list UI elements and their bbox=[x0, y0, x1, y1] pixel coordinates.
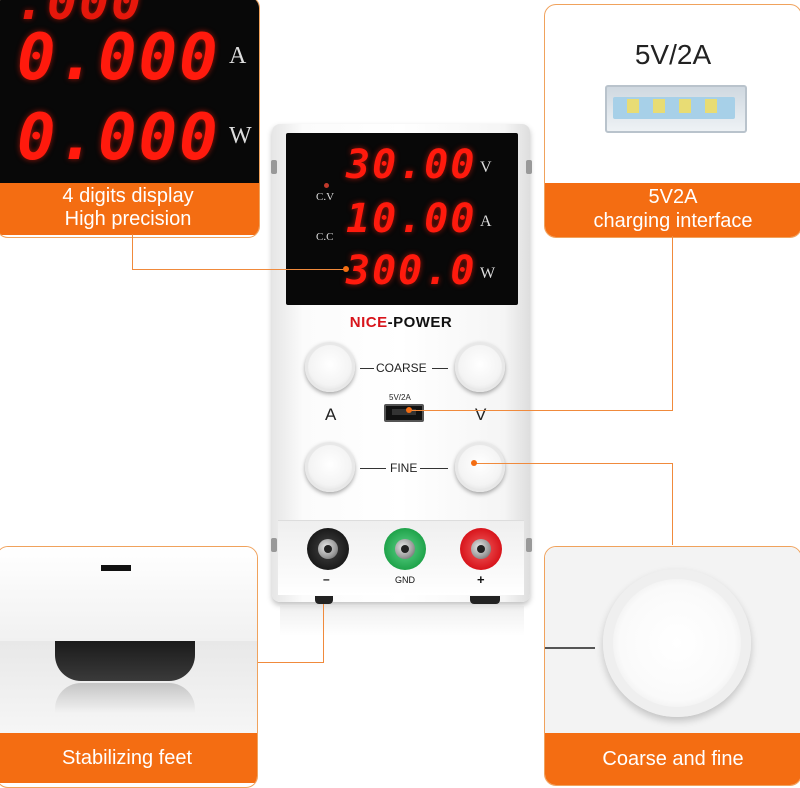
fine-line-left bbox=[360, 468, 386, 469]
voltage-coarse-knob[interactable] bbox=[455, 342, 505, 392]
fine-label: FINE bbox=[390, 461, 418, 475]
current-readout: 10.00 bbox=[346, 196, 477, 242]
brand-dash: - bbox=[387, 314, 394, 331]
knob-callout: Coarse and fine bbox=[544, 546, 800, 786]
display-closeup: .000 0.000 A 0.000 W bbox=[0, 0, 259, 193]
negative-terminal[interactable] bbox=[307, 528, 349, 570]
knob-closeup-panel-line bbox=[545, 647, 595, 649]
negative-terminal-label: – bbox=[323, 572, 330, 586]
feet-closeup-top bbox=[0, 547, 257, 641]
display-caption-line2: High precision bbox=[64, 208, 192, 230]
usb-caption-bar: 5V2A charging interface bbox=[545, 183, 800, 237]
brand-logo: NICE-POWER bbox=[272, 314, 530, 331]
brand-power: POWER bbox=[393, 314, 453, 331]
knob-leader-dot bbox=[471, 460, 477, 466]
current-fine-knob[interactable] bbox=[305, 442, 355, 492]
usb-callout-title: 5V/2A bbox=[634, 39, 712, 70]
current-knob-label: A bbox=[325, 405, 337, 424]
usb-port-label: 5V/2A bbox=[389, 393, 411, 402]
current-coarse-knob[interactable] bbox=[305, 342, 355, 392]
foot-right bbox=[470, 596, 500, 604]
closeup-watt-digits: 0.000 bbox=[17, 101, 220, 175]
fine-line-right bbox=[420, 468, 448, 469]
usb-leader-vertical bbox=[672, 236, 673, 411]
coarse-line-left bbox=[360, 368, 374, 369]
display-leader-vertical bbox=[132, 234, 133, 270]
brand-nice: NICE bbox=[349, 314, 388, 331]
voltage-readout: 30.00 bbox=[346, 142, 477, 188]
knob-leader-vertical bbox=[672, 463, 673, 545]
current-unit: A bbox=[480, 213, 492, 230]
usb-port[interactable] bbox=[384, 404, 424, 422]
closeup-top-partial-digits: .000 bbox=[15, 0, 144, 31]
positive-terminal[interactable] bbox=[460, 528, 502, 570]
voltage-knob-label: V bbox=[475, 405, 487, 424]
feet-closeup-slot bbox=[101, 565, 131, 571]
feet-closeup-reflection bbox=[55, 683, 195, 713]
voltage-unit: V bbox=[480, 159, 492, 176]
knob-closeup bbox=[603, 569, 751, 717]
closeup-amp-digits: 0.000 bbox=[17, 21, 220, 95]
foot-left bbox=[315, 596, 333, 604]
cv-indicator-led bbox=[324, 183, 329, 188]
usb-caption-line1: 5V2A bbox=[648, 186, 698, 208]
power-unit: W bbox=[480, 265, 496, 282]
ground-terminal[interactable] bbox=[384, 528, 426, 570]
feet-leader-vertical bbox=[323, 604, 324, 662]
voltage-fine-knob[interactable] bbox=[455, 442, 505, 492]
positive-terminal-label: + bbox=[477, 572, 485, 587]
feet-leader-horizontal bbox=[256, 662, 324, 663]
feet-caption: Stabilizing feet bbox=[61, 747, 193, 769]
feet-caption-bar: Stabilizing feet bbox=[0, 733, 257, 783]
display-callout: .000 0.000 A 0.000 W 4 digits display Hi… bbox=[0, 0, 260, 238]
ground-terminal-label: GND bbox=[395, 575, 415, 585]
cc-label: C.C bbox=[316, 231, 334, 243]
power-readout: 300.0 bbox=[346, 248, 477, 294]
display-caption-line1: 4 digits display bbox=[62, 185, 194, 207]
side-screw-left-bottom bbox=[271, 538, 277, 552]
usb-callout: 5V/2A 5V2A charging interface bbox=[544, 4, 800, 238]
side-screw-right-top bbox=[526, 160, 532, 174]
usb-leader-horizontal bbox=[410, 410, 672, 411]
side-screw-right-bottom bbox=[526, 538, 532, 552]
knob-caption-bar: Coarse and fine bbox=[545, 733, 800, 785]
device-reflection bbox=[280, 606, 524, 636]
cv-label: C.V bbox=[316, 191, 335, 203]
display-leader-dot bbox=[343, 266, 349, 272]
coarse-line-right bbox=[432, 368, 448, 369]
feet-closeup-foot bbox=[55, 641, 195, 681]
closeup-watt-unit: W bbox=[229, 123, 252, 149]
display-caption-bar: 4 digits display High precision bbox=[0, 183, 259, 235]
coarse-label: COARSE bbox=[376, 361, 427, 375]
knob-caption: Coarse and fine bbox=[602, 748, 744, 770]
main-lcd: C.V C.C 30.00 V 10.00 A 300.0 W bbox=[286, 133, 518, 305]
side-screw-left-top bbox=[271, 160, 277, 174]
display-leader-horizontal bbox=[132, 269, 346, 270]
usb-port-closeup bbox=[605, 85, 747, 133]
usb-caption-line2: charging interface bbox=[593, 210, 753, 232]
feet-callout: Stabilizing feet bbox=[0, 546, 258, 788]
knob-leader-horizontal bbox=[474, 463, 672, 464]
closeup-amp-unit: A bbox=[229, 43, 247, 69]
usb-leader-dot bbox=[406, 407, 412, 413]
